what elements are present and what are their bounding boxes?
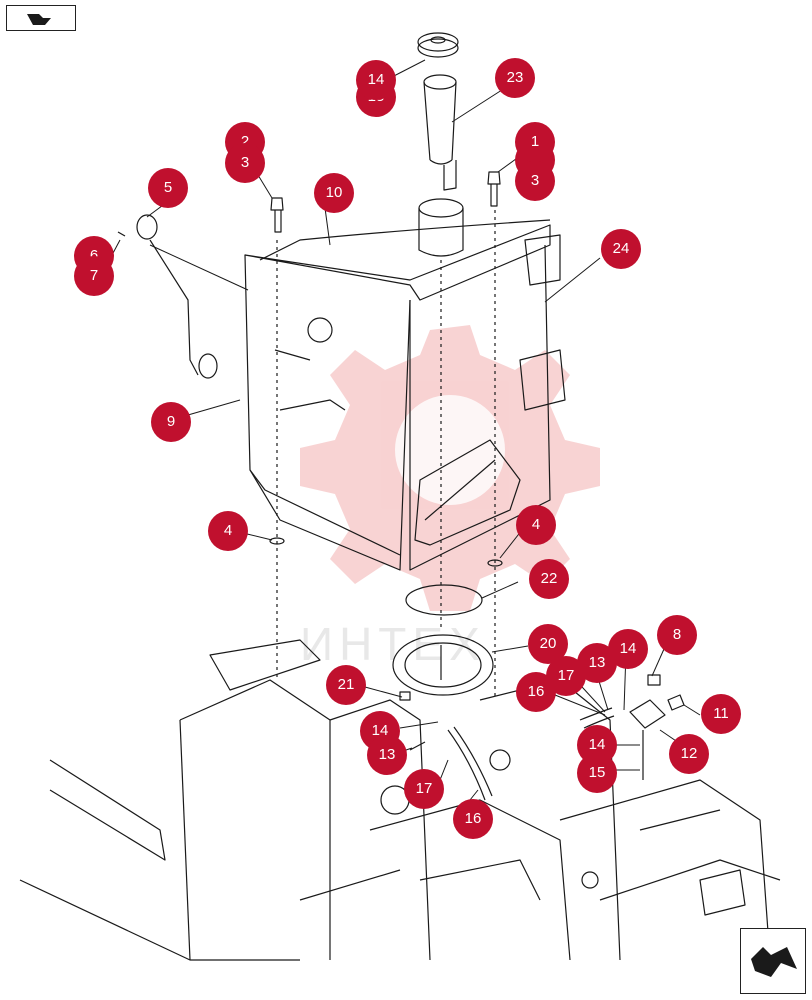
o-ring-part [405,584,483,616]
filler-cap-part [417,32,459,58]
callout-15[interactable]: 15 [577,753,617,793]
callout-7[interactable]: 7 [74,256,114,296]
callout-17-left[interactable]: 17 [404,769,444,809]
callout-10[interactable]: 10 [314,173,354,213]
callout-22[interactable]: 21 [326,665,366,705]
callout-16-left[interactable]: 16 [453,799,493,839]
flange-plate [392,634,494,696]
strainer-part [423,74,457,191]
callout-11[interactable]: 11 [701,694,741,734]
callout-4-right[interactable]: 4 [516,505,556,545]
callout-18[interactable]: 14 [356,60,396,100]
callout-13-left[interactable]: 13 [367,735,407,775]
bolt-right [487,171,501,207]
filler-neck [418,198,464,257]
prev-page-button[interactable] [6,5,76,31]
next-page-arrow-icon [751,947,797,977]
callout-24[interactable]: 24 [601,229,641,269]
fuel-level-sender [117,214,218,379]
machine-frame [19,639,781,961]
callout-12[interactable]: 12 [669,734,709,774]
bolt-left [270,197,284,233]
hose-fittings [399,674,685,801]
callout-23[interactable]: 22 [529,559,569,599]
callout-16-right[interactable]: 16 [516,672,556,712]
callout-20[interactable]: 23 [495,58,535,98]
prev-page-arrow-icon [27,14,51,25]
callout-9[interactable]: 9 [151,402,191,442]
callout-8[interactable]: 8 [657,615,697,655]
callout-3-right[interactable]: 3 [515,161,555,201]
callout-4-left[interactable]: 4 [208,511,248,551]
callout-1[interactable]: 1 [515,122,555,162]
watermark-text: ИНТЕХ [300,618,486,670]
fuel-tank-body [244,219,566,571]
next-page-button[interactable] [740,928,806,994]
callout-3-left[interactable]: 3 [225,143,265,183]
callout-5[interactable]: 5 [148,168,188,208]
